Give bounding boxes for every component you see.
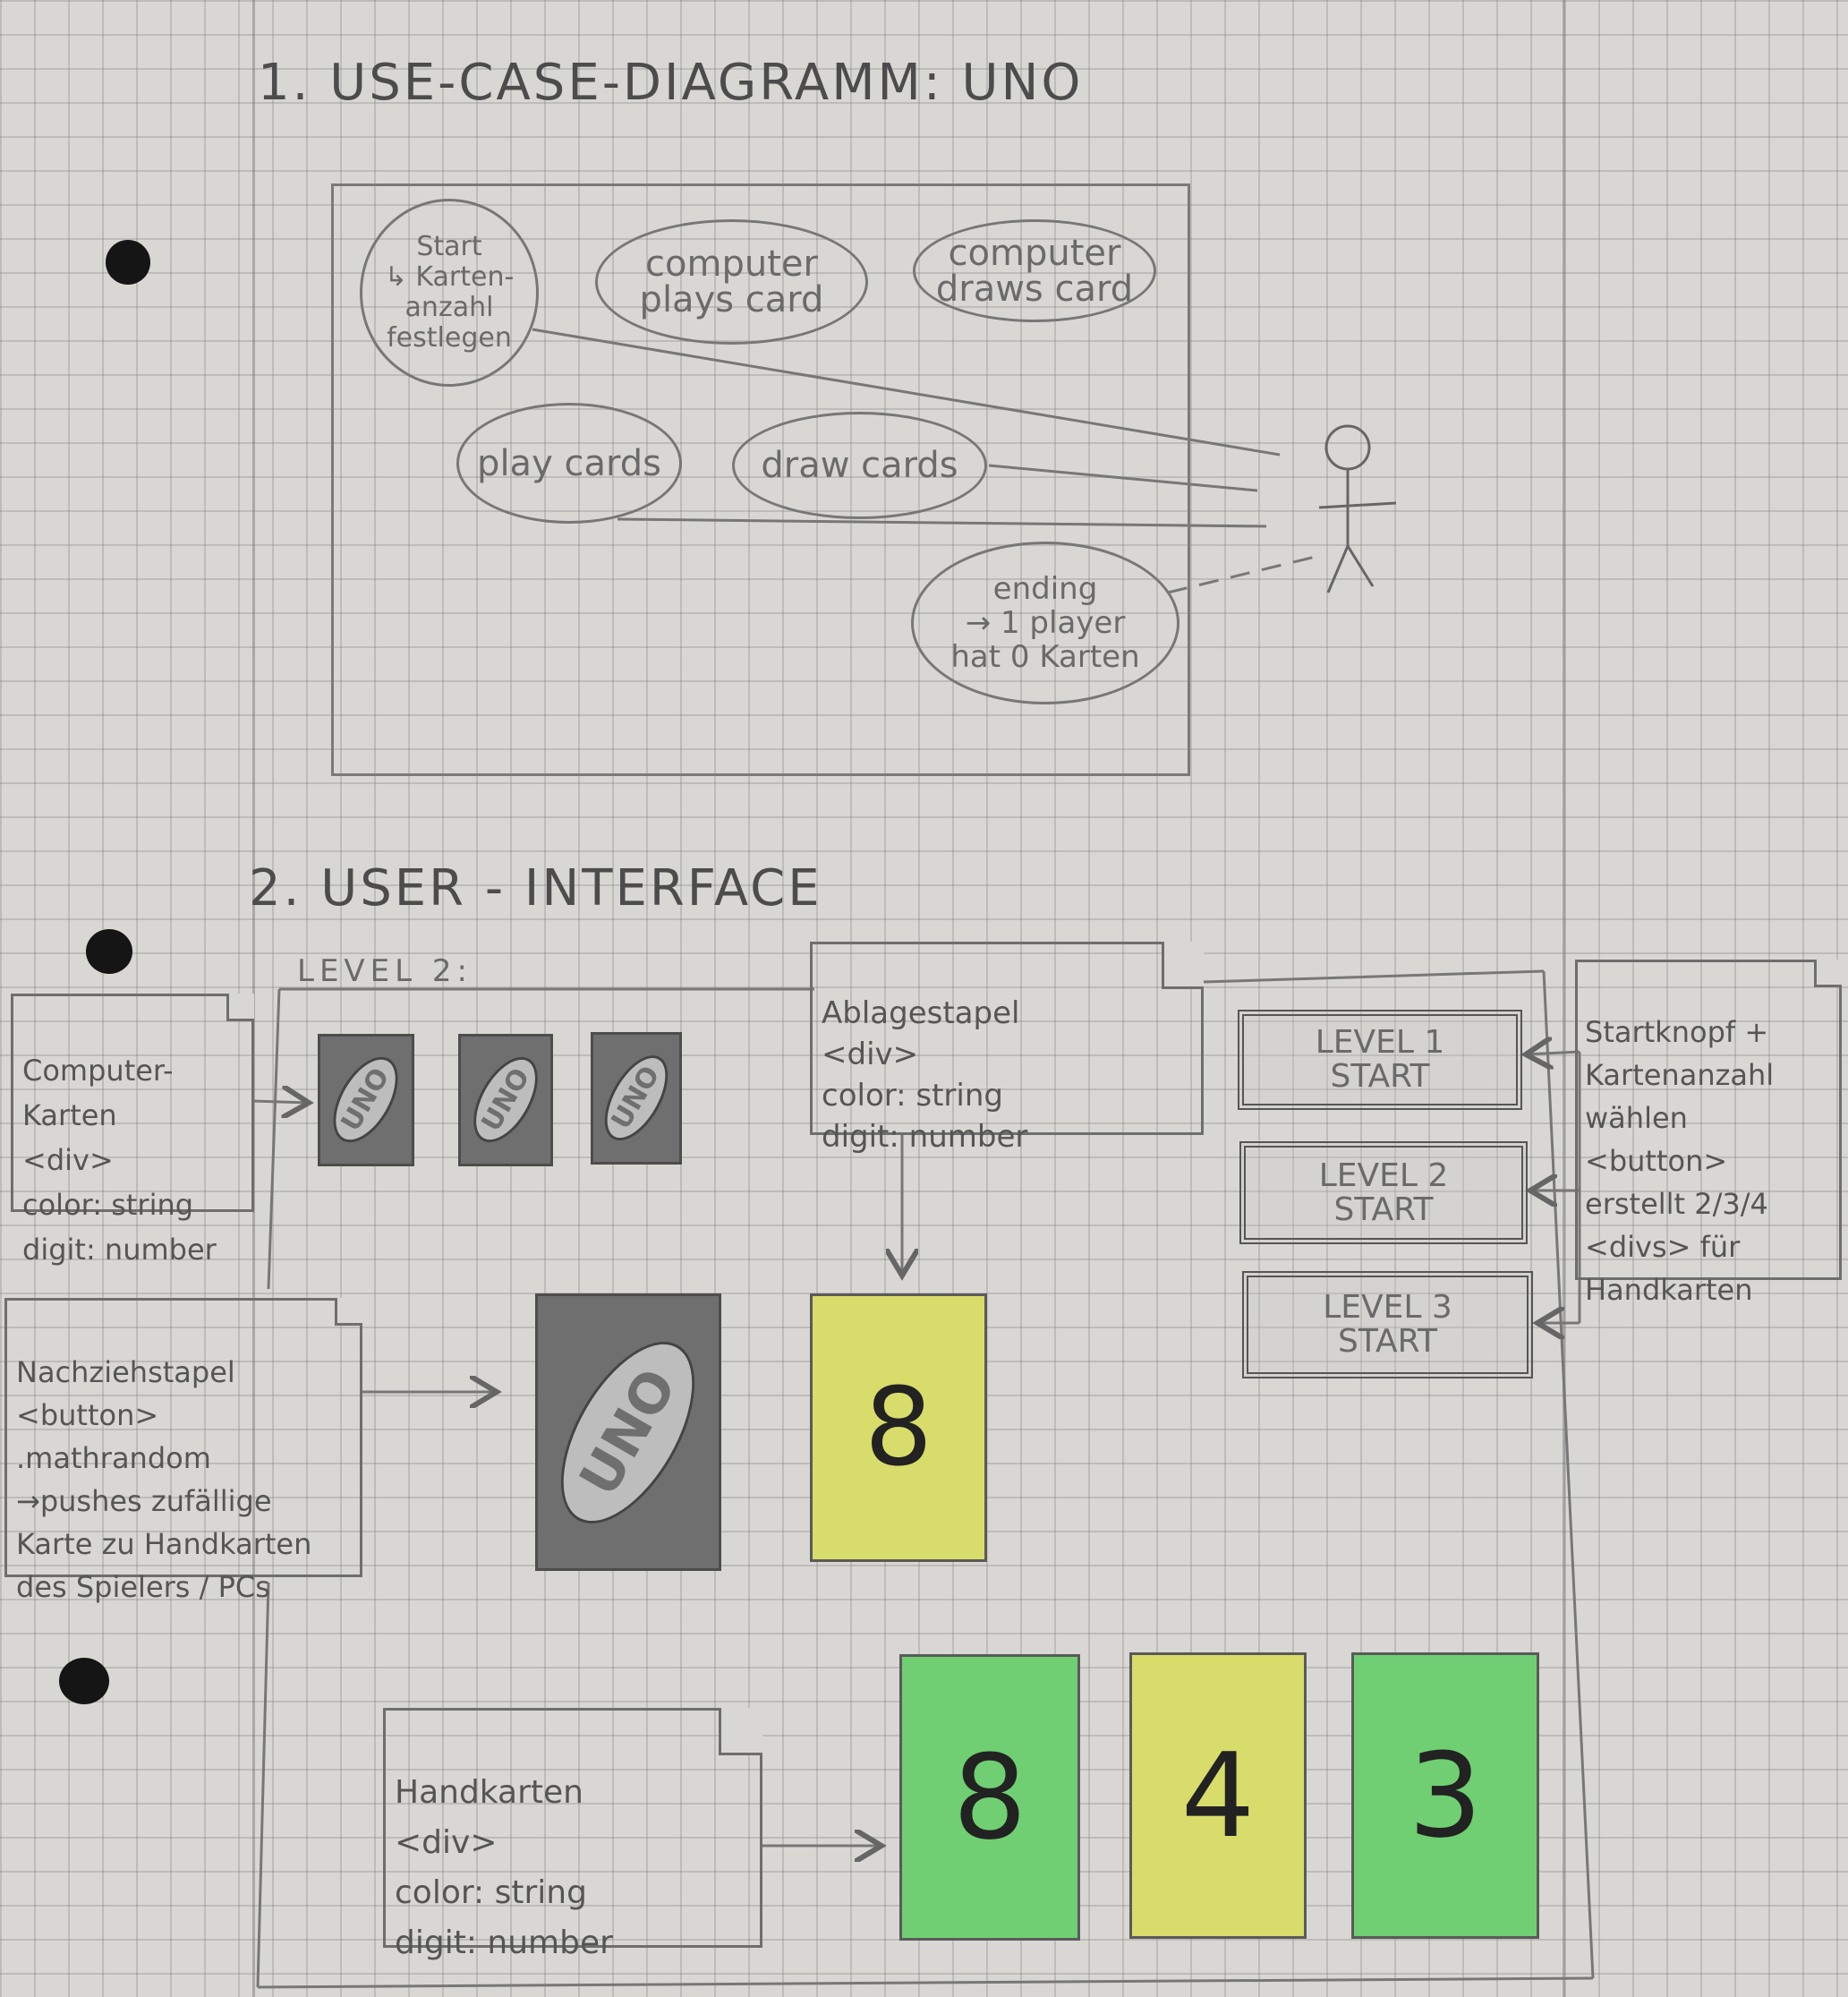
actor-figure (1318, 424, 1397, 593)
note-handkarten-text: Handkarten <div> color: string digit: nu… (395, 1774, 613, 1961)
uno-logo-text: UNO (336, 1063, 396, 1138)
level-label: LEVEL 2: (297, 953, 473, 989)
system-boundary (331, 183, 1190, 776)
use-case-start: Start ↳ Karten- anzahl festlegen (360, 199, 539, 387)
computer-card-2: UNO (458, 1034, 553, 1166)
punch-hole-1 (106, 240, 150, 285)
computer-card-3: UNO (591, 1032, 682, 1165)
computer-card-1: UNO (318, 1034, 414, 1166)
ui-heading: 2. USER - INTERFACE (249, 859, 822, 917)
note-computer-cards-text: Computer-Karten <div> color: string digi… (22, 1054, 217, 1267)
note-ablagestapel: Ablagestapel <div> color: string digit: … (810, 942, 1204, 1155)
punch-hole-2 (86, 929, 132, 974)
uno-logo: UNO (460, 1046, 551, 1154)
note-nachziehstapel: Nachziehstapel <button> .mathrandom →pus… (4, 1298, 362, 1604)
hand-card-2[interactable]: 4 (1129, 1652, 1307, 1939)
level-3-start-button[interactable]: LEVEL 3 START (1242, 1271, 1533, 1378)
use-case-ending: ending → 1 player hat 0 Karten (911, 542, 1179, 704)
note-fold (1162, 942, 1204, 989)
level-2-start-button[interactable]: LEVEL 2 START (1239, 1141, 1528, 1244)
note-fold (1814, 960, 1842, 987)
note-handkarten: Handkarten <div> color: string digit: nu… (383, 1708, 762, 1961)
use-case-draw-cards: draw cards (732, 412, 987, 519)
note-fold (226, 994, 254, 1021)
hand-card-digit: 8 (952, 1729, 1027, 1865)
note-startknopf-text: Startknopf + Kartenanzahl wählen <button… (1585, 1015, 1775, 1307)
note-computer-cards: Computer-Karten <div> color: string digi… (11, 994, 254, 1267)
note-fold (719, 1708, 762, 1755)
uno-logo: UNO (533, 1319, 723, 1545)
uno-logo: UNO (592, 1045, 681, 1151)
level-1-start-button[interactable]: LEVEL 1 START (1238, 1010, 1522, 1110)
hand-card-digit: 4 (1180, 1728, 1256, 1864)
uno-logo-text: UNO (475, 1063, 536, 1138)
discard-pile-card: 8 (810, 1293, 987, 1562)
punch-hole-3 (59, 1658, 109, 1704)
use-case-heading: 1. USE-CASE-DIAGRAMM: UNO (258, 54, 1084, 112)
use-case-computer-draws-card: computer draws card (913, 219, 1156, 322)
use-case-computer-plays-card: computer plays card (595, 219, 868, 345)
note-fold (335, 1298, 362, 1326)
note-nachziehstapel-text: Nachziehstapel <button> .mathrandom →pus… (16, 1355, 312, 1604)
note-startknopf: Startknopf + Kartenanzahl wählen <button… (1575, 960, 1842, 1307)
hand-card-3[interactable]: 3 (1351, 1652, 1539, 1939)
hand-card-digit: 3 (1408, 1728, 1483, 1864)
use-case-play-cards: play cards (456, 403, 682, 524)
note-ablagestapel-text: Ablagestapel <div> color: string digit: … (822, 995, 1028, 1155)
margin-line-right (1563, 0, 1565, 1997)
draw-pile-button[interactable]: UNO (533, 1293, 723, 1571)
uno-logo-text: UNO (606, 1061, 667, 1136)
uno-logo-text: UNO (567, 1358, 689, 1506)
hand-card-1[interactable]: 8 (899, 1654, 1080, 1941)
uno-logo: UNO (319, 1046, 412, 1154)
discard-card-digit: 8 (864, 1365, 933, 1490)
